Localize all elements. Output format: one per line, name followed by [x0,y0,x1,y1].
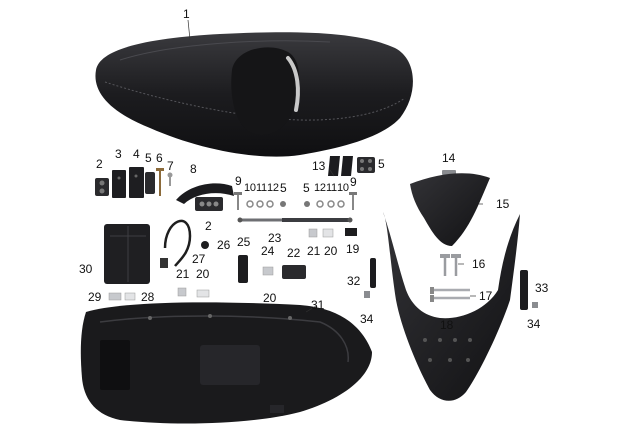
callout-4: 4 [133,147,140,161]
callout-34-b: 34 [527,317,541,331]
callout-26: 26 [217,238,231,252]
rear-carrier-part [383,212,520,401]
callout-5-d: 5 [303,181,310,195]
bumper-part [238,255,248,283]
seat-part [95,32,413,157]
callout-17: 17 [479,289,493,303]
callout-7: 7 [167,159,174,173]
callout-19: 19 [346,242,360,256]
callout-20: 20 [324,244,338,258]
callout-13: 13 [312,159,326,173]
callout-12-b: 12 [314,182,326,194]
callout-14: 14 [442,151,456,165]
seat-bracket-part [145,172,155,194]
fastener-row-right [304,192,357,210]
callout-12: 12 [267,182,279,194]
small-fasteners [108,228,357,301]
storage-box-part [80,302,373,424]
callout-23: 23 [268,231,282,245]
rear-cover-part [410,173,490,246]
tool-pouch-part [104,224,150,284]
bolt-set-part [430,287,470,302]
rubber-pad-part [95,178,109,196]
gas-strut-part [237,217,353,223]
callout-34: 34 [360,312,374,326]
callout-11: 11 [256,182,267,194]
callout-1: 1 [183,7,190,21]
callout-5-b: 5 [280,181,287,195]
callout-29: 29 [88,290,102,304]
callout-16: 16 [472,257,486,271]
callout-11-b: 11 [326,182,337,194]
clip-part-right [532,302,538,308]
callout-6: 6 [156,151,163,165]
callout-9-b: 9 [350,175,357,189]
rubber-pad-part-mid [195,197,223,211]
callout-24: 24 [261,244,275,258]
callout-10-b: 10 [337,182,349,194]
callout-20-c: 20 [263,291,277,305]
side-cover-part-right [520,270,528,310]
callout-2-b: 2 [205,219,212,233]
callout-21: 21 [307,244,321,258]
seat-hinge-part [112,167,144,198]
callout-27: 27 [192,252,206,266]
grab-handle-part [176,183,234,204]
callout-10: 10 [244,182,256,194]
callout-33: 33 [535,281,549,295]
screw-part [156,168,173,196]
callout-5-c: 5 [378,157,385,171]
screw-set-part [440,254,461,276]
callout-3: 3 [115,147,122,161]
box-light-part [282,265,306,279]
callout-32: 32 [347,274,361,288]
rubber-pad-part-right [357,157,375,173]
callout-5: 5 [145,151,152,165]
callout-22: 22 [287,246,301,260]
callout-20-b: 20 [196,267,210,281]
callout-18: 18 [440,318,454,332]
callout-9: 9 [235,174,242,188]
fastener-row-left [234,192,286,210]
grommet-part [201,241,209,249]
wire-harness-part [160,219,192,268]
callout-25: 25 [237,235,251,249]
callout-21-b: 21 [176,267,190,281]
leader-lines [187,19,483,313]
clip-part-left [364,291,370,298]
callout-2: 2 [96,157,103,171]
callout-28: 28 [141,290,155,304]
side-cover-part-left [370,258,376,288]
callout-15: 15 [496,197,510,211]
callout-8: 8 [190,162,197,176]
callout-31: 31 [311,298,325,312]
callout-30: 30 [79,262,93,276]
carrier-holes [423,338,472,362]
